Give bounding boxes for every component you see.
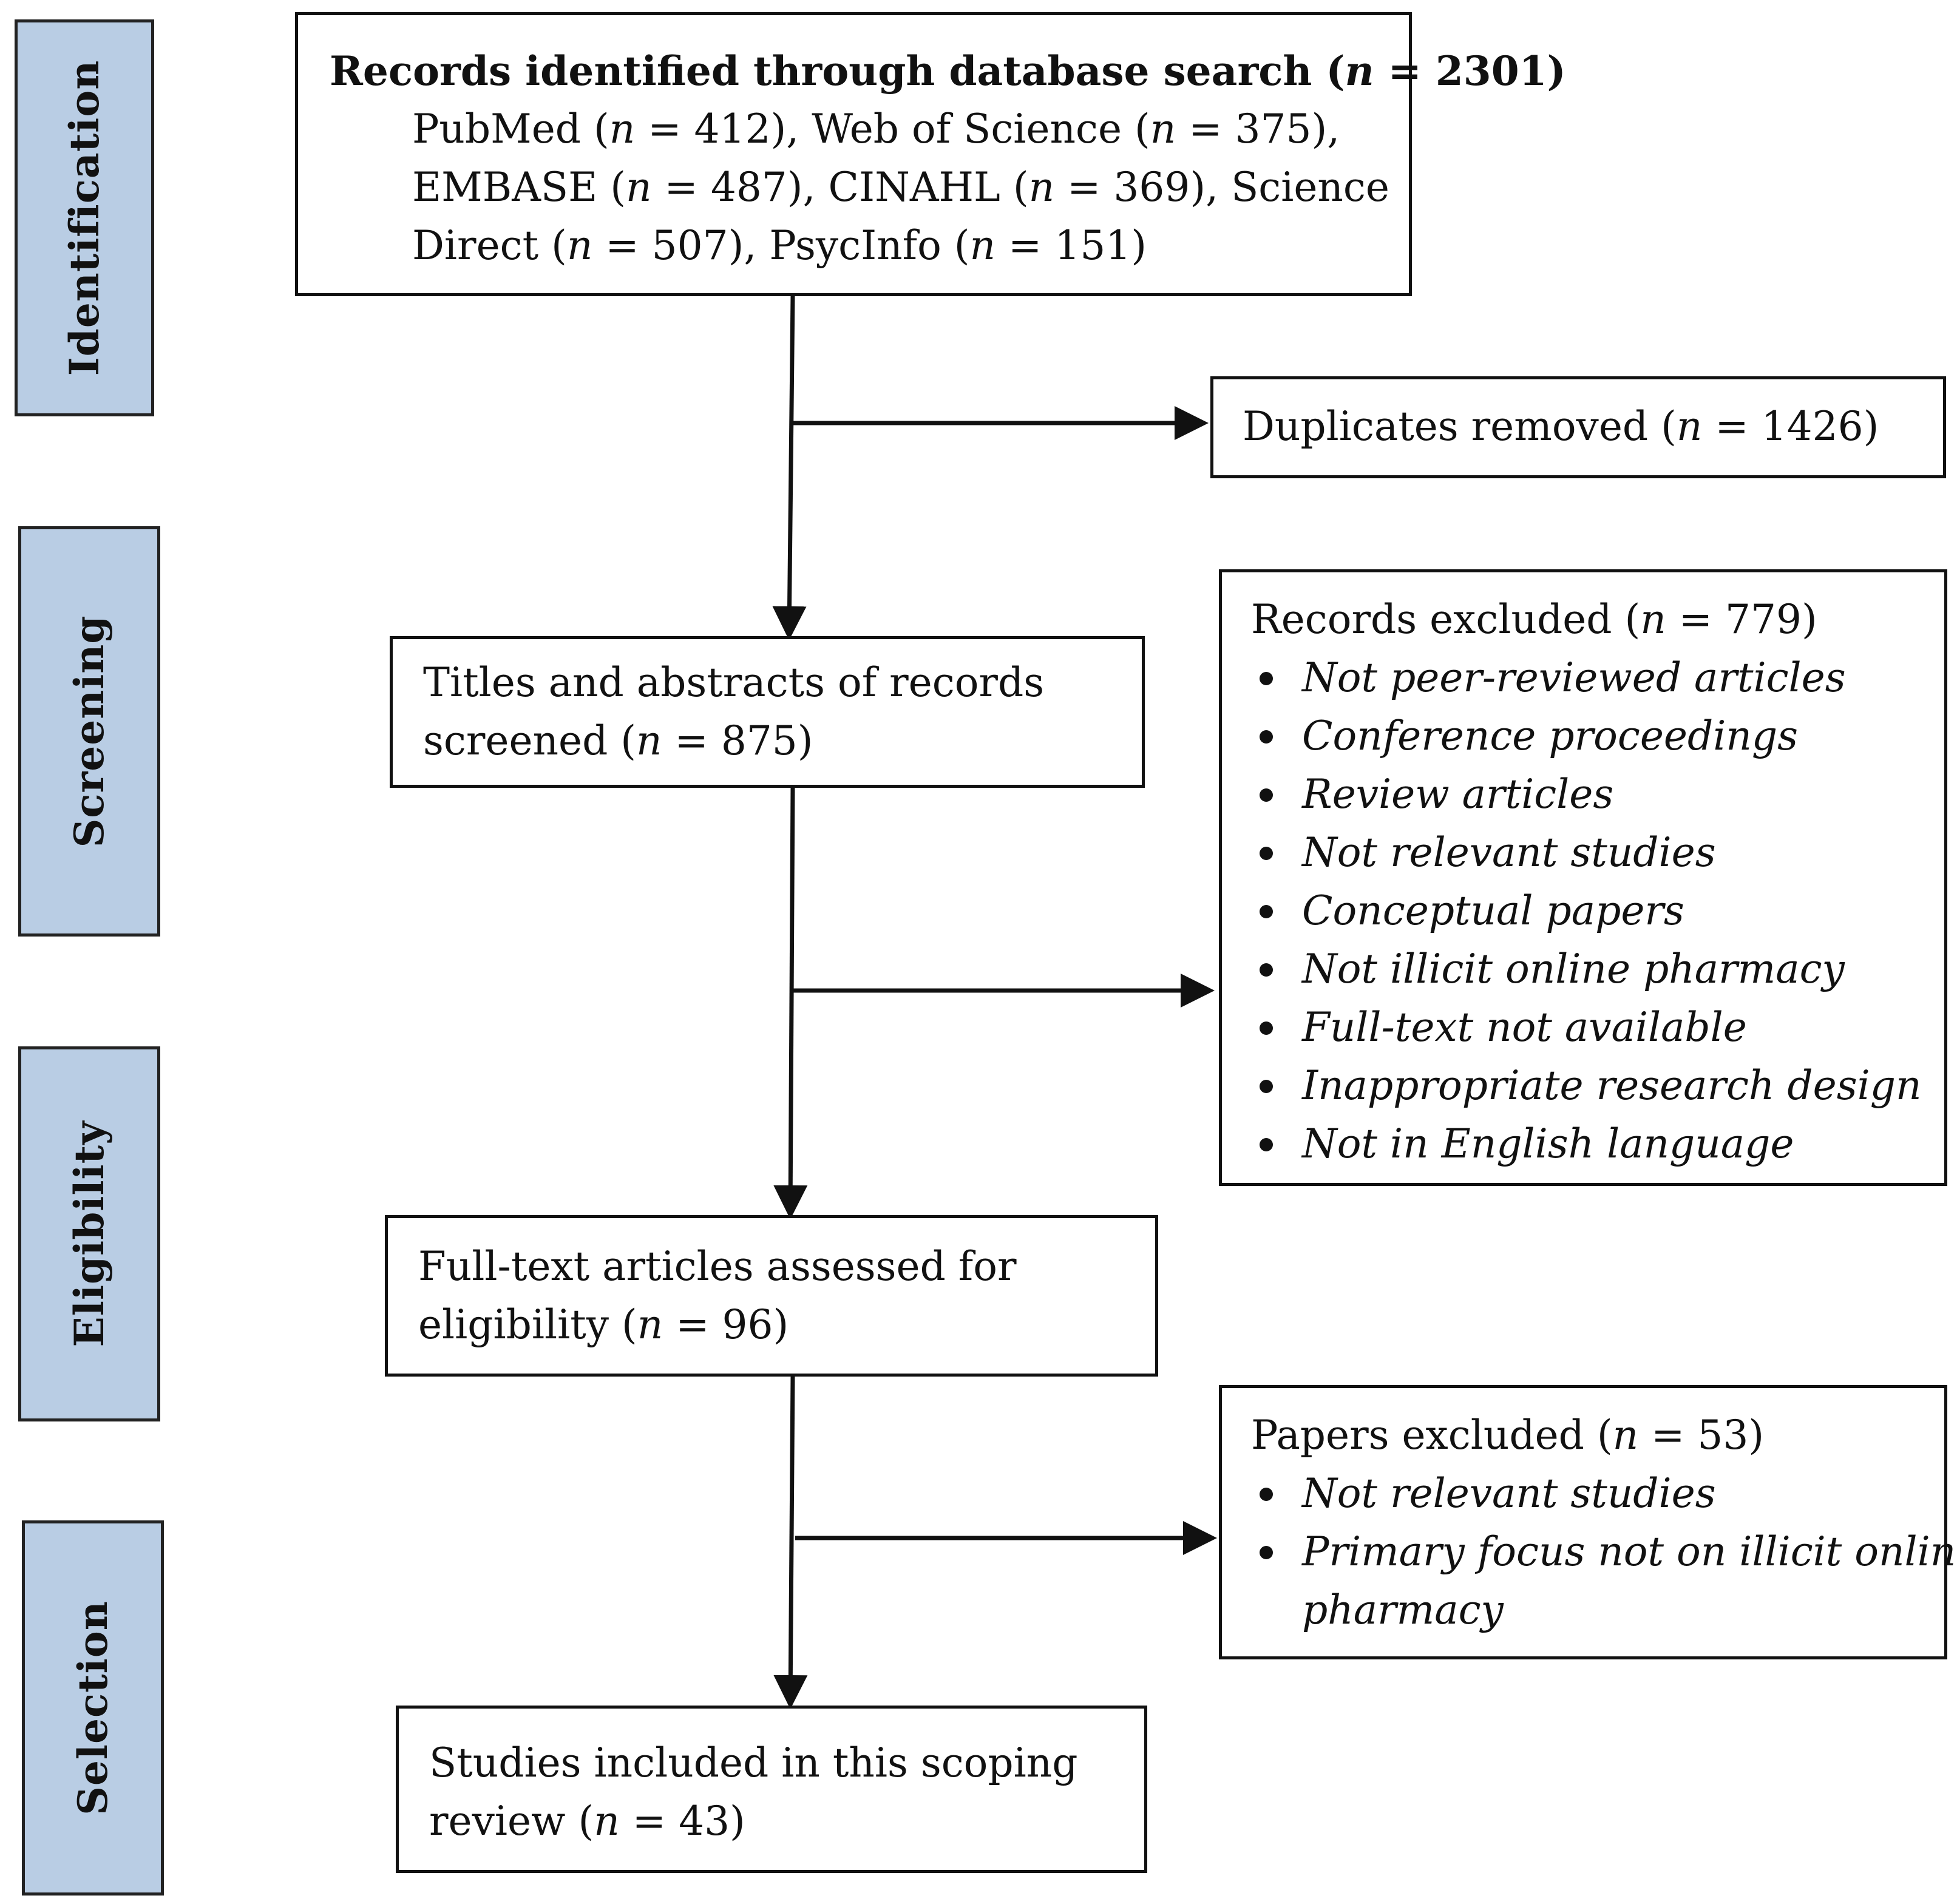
- included-count: review (n = 43): [429, 1798, 745, 1845]
- identified-title: Records identified through database sear…: [330, 47, 1566, 95]
- phase-label: Selection: [69, 1601, 117, 1815]
- identified-sources-line: EMBASE (n = 487), CINAHL (n = 369), Scie…: [412, 164, 1389, 211]
- exclusion-reason-continuation: pharmacy: [1302, 1587, 1504, 1633]
- arrow-to-included: [773, 1376, 808, 1709]
- papers-excluded-box: Papers excluded (n = 53) Not relevant st…: [1219, 1385, 1957, 1659]
- fulltext-box: Full-text articles assessed for eligibil…: [385, 1215, 1158, 1377]
- exclusion-reason: Conceptual papers: [1251, 882, 1944, 940]
- exclusion-reason: Not relevant studies: [1251, 824, 1944, 882]
- arrow-to-fulltext: [773, 787, 808, 1219]
- exclusion-reason: Not relevant studies: [1251, 1465, 1944, 1523]
- screened-box: Titles and abstracts of records screened…: [390, 636, 1145, 788]
- identified-sources-line: Direct (n = 507), PsycInfo (n = 151): [412, 222, 1147, 269]
- phase-label: Eligibility: [66, 1120, 113, 1347]
- fulltext-line: Full-text articles assessed for: [418, 1243, 1017, 1290]
- exclusion-reason: Conference proceedings: [1251, 707, 1944, 765]
- duplicates-text: Duplicates removed (n = 1426): [1243, 403, 1879, 450]
- exclusion-reason: Not in English language: [1251, 1115, 1944, 1173]
- papers-excluded-reasons: Not relevant studies Primary focus not o…: [1251, 1465, 1957, 1581]
- records-excluded-reasons: Not peer-reviewed articles Conference pr…: [1251, 649, 1944, 1173]
- fulltext-count: eligibility (n = 96): [418, 1301, 789, 1348]
- exclusion-reason: Primary focus not on illicit online: [1251, 1523, 1957, 1581]
- phase-eligibility: Eligibility: [18, 1046, 160, 1421]
- phase-identification: Identification: [15, 19, 154, 416]
- exclusion-reason: Inappropriate research design: [1251, 1057, 1944, 1115]
- papers-excluded-title: Papers excluded (n = 53): [1251, 1412, 1765, 1458]
- included-box: Studies included in this scoping review …: [396, 1706, 1147, 1873]
- screened-line: Titles and abstracts of records: [423, 659, 1045, 706]
- phase-label: Identification: [61, 59, 108, 376]
- phase-screening: Screening: [18, 526, 160, 937]
- arrow-to-screened: [772, 296, 807, 640]
- included-line: Studies included in this scoping: [429, 1740, 1078, 1786]
- phase-selection: Selection: [22, 1520, 164, 1896]
- identified-sources-line: PubMed (n = 412), Web of Science (n = 37…: [412, 106, 1340, 152]
- records-excluded-box: Records excluded (n = 779) Not peer-revi…: [1219, 569, 1947, 1186]
- exclusion-reason: Not peer-reviewed articles: [1251, 649, 1944, 707]
- exclusion-reason: Not illicit online pharmacy: [1251, 940, 1944, 998]
- duplicates-box: Duplicates removed (n = 1426): [1210, 376, 1946, 478]
- exclusion-reason: Review articles: [1251, 765, 1944, 824]
- phase-label: Screening: [66, 615, 113, 848]
- identified-box: Records identified through database sear…: [295, 12, 1566, 296]
- screened-count: screened (n = 875): [423, 717, 813, 764]
- records-excluded-title: Records excluded (n = 779): [1251, 596, 1817, 643]
- exclusion-reason: Full-text not available: [1251, 998, 1944, 1057]
